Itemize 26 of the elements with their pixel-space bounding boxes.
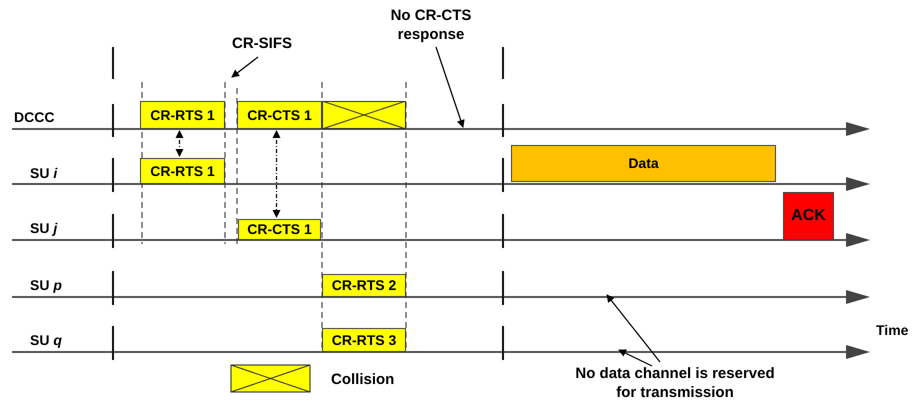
frame-box: CR-RTS 1 — [140, 101, 225, 129]
channel-label: SU i — [30, 164, 58, 183]
annotation-text: CR-SIFS — [222, 34, 302, 54]
time-axis — [12, 122, 870, 136]
leader-line — [231, 56, 258, 78]
channel-label: SU p — [30, 276, 62, 295]
leader-line — [606, 294, 660, 362]
channel-label: SU j — [30, 219, 58, 238]
annotation-text: No CR-CTS response — [375, 6, 487, 46]
legend-label: Collision — [331, 370, 394, 390]
channel-label: SU q — [30, 331, 62, 350]
annotation-text: No data channel is reserved for transmission — [565, 364, 785, 406]
frame-box: CR-RTS 3 — [322, 328, 406, 352]
ack-frame-box: ACK — [783, 192, 834, 240]
channel-label: DCCC — [14, 108, 54, 127]
collision-box — [322, 101, 406, 129]
data-frame-box: Data — [511, 145, 776, 182]
leader-line — [618, 349, 652, 367]
frame-box: CR-CTS 1 — [238, 219, 321, 240]
frame-box: CR-RTS 1 — [140, 158, 225, 184]
frame-box: CR-CTS 1 — [237, 101, 322, 129]
frame-box: CR-RTS 2 — [322, 274, 406, 297]
arrow — [272, 130, 280, 218]
arrow — [176, 130, 184, 157]
axis-label: Time — [876, 321, 908, 340]
leader-line — [435, 46, 465, 128]
